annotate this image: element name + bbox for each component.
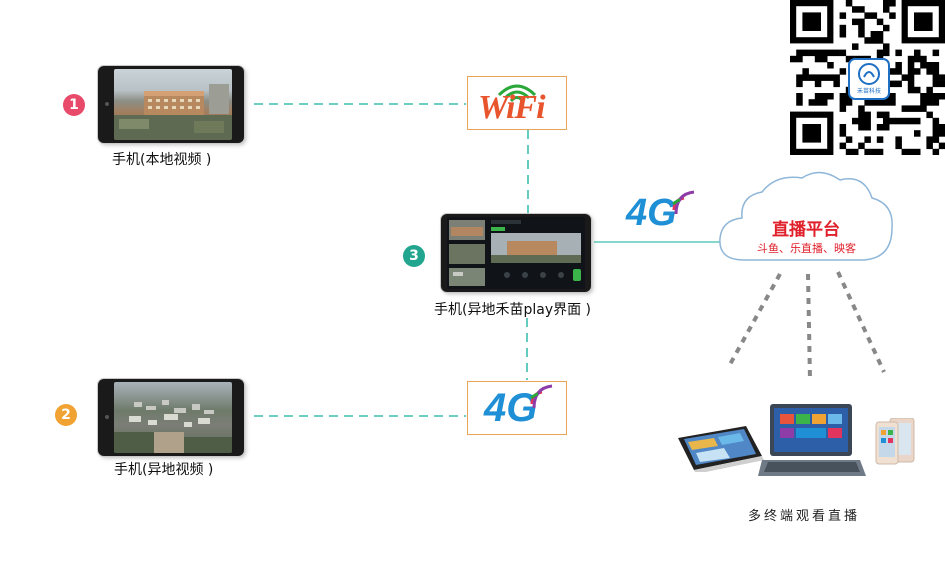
smartphones-device — [875, 418, 915, 465]
qr-code: 禾苗科技 — [790, 0, 945, 156]
phone-local-video — [98, 66, 244, 143]
laptop-device — [758, 404, 866, 476]
4g-box: 4G — [467, 381, 567, 435]
wifi-box: WiFi — [467, 76, 567, 130]
qr-logo: 禾苗科技 — [848, 58, 890, 100]
cloud-shape — [719, 171, 893, 261]
4g-top-signal: 4G — [626, 190, 706, 242]
qr-logo-text: 禾苗科技 — [856, 88, 881, 95]
phone-remote-video — [98, 379, 244, 456]
phone-camera-dot — [105, 102, 109, 106]
wifi-icon — [497, 84, 537, 103]
phone-screen-building — [114, 69, 232, 140]
signal-icon — [672, 190, 695, 214]
tablet-device — [678, 426, 764, 472]
phone-screen-aerial — [114, 382, 232, 453]
phone3-caption: 手机(异地禾苗play界面 ) — [434, 302, 592, 318]
4g-bottom-label: 4G — [484, 386, 538, 430]
cloud-subtitle: 斗鱼、乐直播、映客 — [757, 242, 856, 255]
hemiao-play-interface — [447, 217, 585, 289]
phone2-caption: 手机(异地视频 ) — [114, 462, 214, 478]
cloud-title: 直播平台 — [772, 220, 840, 240]
phone1-caption: 手机(本地视频 ) — [112, 152, 212, 168]
wifi-label: WiFi — [478, 89, 546, 126]
badge-1: 1 — [63, 94, 85, 116]
phone-camera-dot — [105, 415, 109, 419]
badge-2: 2 — [55, 404, 77, 426]
multi-terminal-caption: 多终端观看直播 — [748, 509, 861, 524]
4g-top-label: 4G — [626, 192, 677, 234]
signal-icon — [530, 384, 553, 408]
phone-hemiao-play — [441, 214, 591, 292]
badge-3: 3 — [403, 245, 425, 267]
hemiao-logo-icon — [858, 63, 880, 85]
